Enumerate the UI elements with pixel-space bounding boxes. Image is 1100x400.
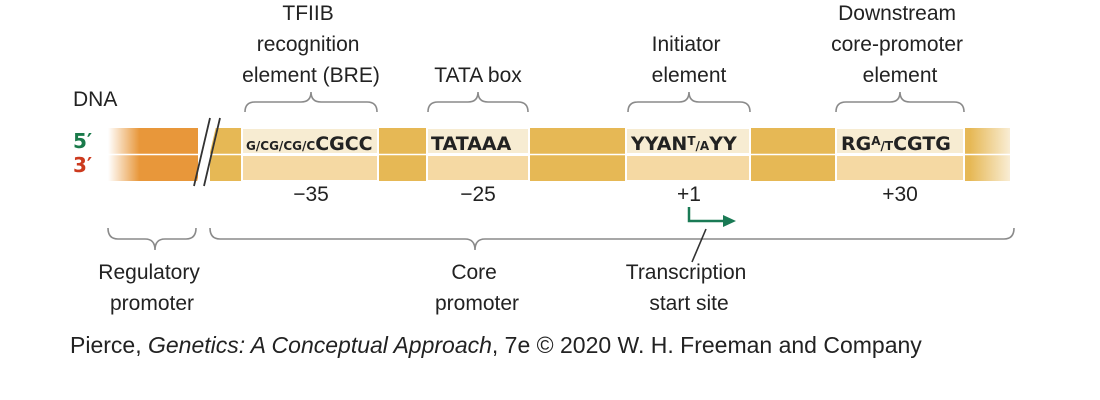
initiator-sequence: YYANT/AYY bbox=[630, 133, 737, 155]
sequence-part: A bbox=[700, 139, 710, 153]
tata-sequence: TATAAA bbox=[431, 133, 512, 155]
sequence-part: TATAAA bbox=[431, 133, 512, 155]
sequence-part: / bbox=[256, 139, 261, 153]
sequence-part: G bbox=[269, 139, 279, 153]
sequence-part: C bbox=[283, 139, 292, 153]
credit-title: Genetics: A Conceptual Approach bbox=[147, 332, 492, 358]
initiator-box bbox=[625, 127, 751, 182]
dpe-box bbox=[835, 127, 965, 182]
sequence-part: G bbox=[246, 139, 256, 153]
sequence-part: YY bbox=[708, 133, 737, 155]
figure-credit: Pierce, Genetics: A Conceptual Approach,… bbox=[70, 331, 970, 360]
core-promoter-label: Core promoter bbox=[435, 261, 519, 315]
regulatory-dna-bottom bbox=[108, 155, 198, 181]
initiator-name: Initiator element bbox=[652, 33, 727, 87]
sequence-part: CGTG bbox=[893, 133, 951, 155]
dpe-name: Downstream core-promoter element bbox=[831, 2, 969, 87]
sequence-part: C bbox=[260, 139, 269, 153]
transcription-start-site-label: Transcription start site bbox=[626, 261, 752, 315]
bre-name: TFIIB recognition element (BRE) bbox=[242, 2, 380, 87]
tata-name: TATA box bbox=[434, 64, 522, 87]
sequence-part: A bbox=[871, 134, 881, 148]
credit-publisher: , 7e © 2020 W. H. Freeman and Company bbox=[491, 332, 922, 358]
core-dna-top-end bbox=[970, 128, 1010, 154]
tata-box bbox=[426, 127, 530, 182]
sequence-part: / bbox=[279, 139, 284, 153]
sequence-part: / bbox=[881, 139, 886, 153]
sequence-part: T bbox=[885, 139, 894, 153]
bre-brace bbox=[244, 91, 378, 113]
sequence-part: C bbox=[306, 139, 315, 153]
credit-author: Pierce, bbox=[70, 332, 148, 358]
sequence-part: G bbox=[292, 139, 302, 153]
regulatory-dna-top bbox=[108, 128, 198, 154]
tata-brace bbox=[427, 91, 529, 113]
three-prime-label: 3′ bbox=[73, 153, 92, 177]
sequence-part: / bbox=[696, 139, 701, 153]
transcription-start-arrow bbox=[687, 207, 736, 227]
sequence-part: RG bbox=[841, 133, 871, 155]
dpe-brace bbox=[835, 91, 965, 113]
core-dna-bottom-end bbox=[970, 155, 1010, 181]
core-promoter-brace bbox=[209, 227, 1015, 251]
five-prime-label: 5′ bbox=[73, 129, 92, 153]
sequence-part: T bbox=[687, 134, 696, 148]
tss-pointer-line bbox=[691, 228, 707, 263]
initiator-position: +1 bbox=[677, 183, 701, 206]
dna-break-marks bbox=[193, 117, 221, 187]
dpe-sequence: RGA/TCGTG bbox=[841, 133, 951, 155]
sequence-part: / bbox=[302, 139, 307, 153]
sequence-part: YYAN bbox=[630, 133, 687, 155]
bre-box bbox=[241, 127, 379, 182]
dna-label: DNA bbox=[73, 88, 117, 111]
tata-position: −25 bbox=[460, 183, 496, 206]
bre-sequence: G/CG/CG/CCGCC bbox=[246, 133, 373, 155]
dpe-position: +30 bbox=[882, 183, 918, 206]
regulatory-promoter-label: Regulatory promoter bbox=[98, 261, 205, 315]
sequence-part: CGCC bbox=[315, 133, 372, 155]
regulatory-promoter-brace bbox=[107, 227, 197, 251]
initiator-brace bbox=[627, 91, 751, 113]
bre-position: −35 bbox=[293, 183, 329, 206]
